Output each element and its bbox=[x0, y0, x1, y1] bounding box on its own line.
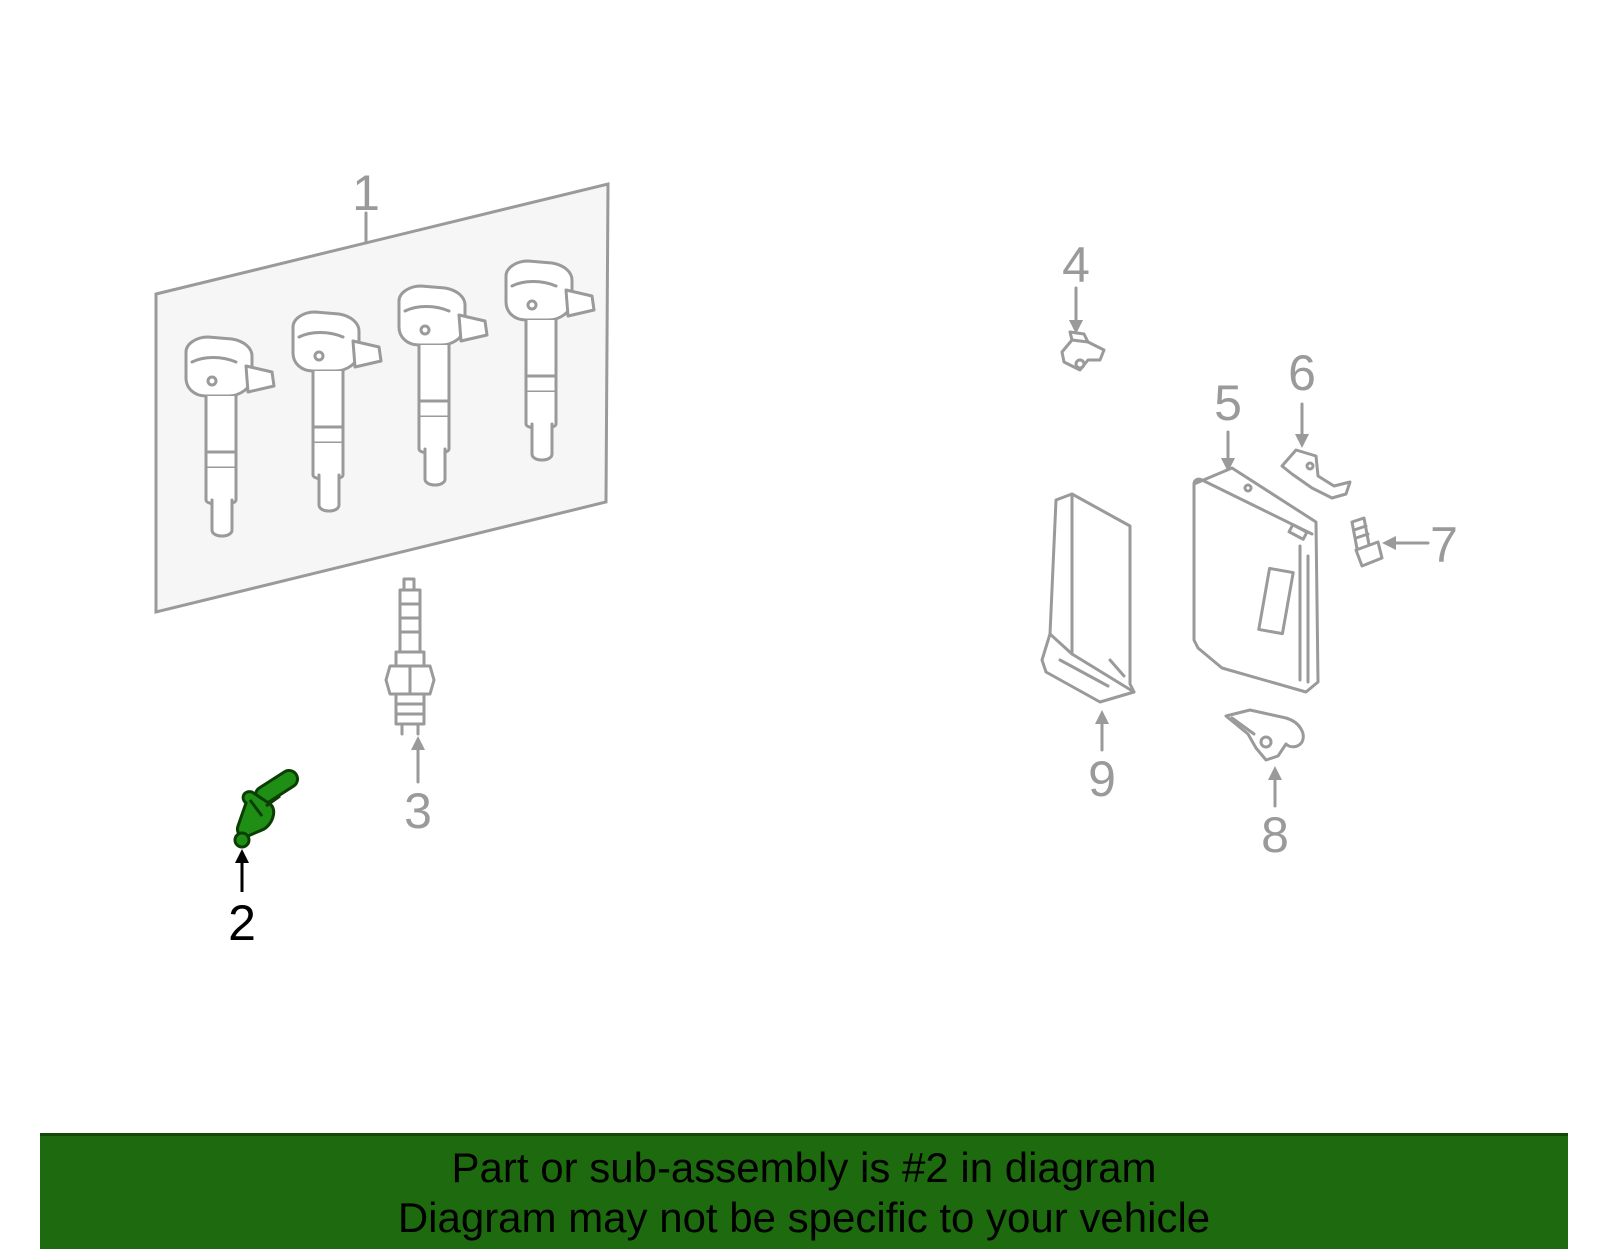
banner-line-part: Part or sub-assembly is #2 in diagram bbox=[451, 1143, 1157, 1191]
part-2-sensor-highlighted[interactable] bbox=[233, 769, 299, 892]
callout-8: 8 bbox=[1261, 807, 1289, 863]
part-3-spark-plug[interactable] bbox=[384, 577, 436, 784]
callout-1: 1 bbox=[352, 165, 380, 221]
ignition-coil-icon bbox=[184, 335, 276, 538]
callout-4: 4 bbox=[1062, 237, 1090, 293]
part-1-ignition-coil-set[interactable] bbox=[154, 182, 610, 614]
part-4-clip[interactable] bbox=[1060, 286, 1106, 372]
callout-7: 7 bbox=[1430, 517, 1458, 573]
banner-line-disclaimer: Diagram may not be specific to your vehi… bbox=[397, 1193, 1211, 1241]
callout-5: 5 bbox=[1214, 375, 1242, 431]
coil-set-panel bbox=[154, 182, 610, 614]
info-banner: Part or sub-assembly is #2 in diagram Di… bbox=[40, 1133, 1568, 1249]
part-9-shield[interactable] bbox=[1040, 492, 1136, 752]
callout-9: 9 bbox=[1088, 751, 1116, 807]
part-8-mounting-clip[interactable] bbox=[1224, 708, 1305, 808]
part-5-control-module[interactable] bbox=[1192, 430, 1320, 694]
part-7-bolt[interactable] bbox=[1350, 516, 1430, 568]
callout-3: 3 bbox=[404, 783, 432, 839]
part-6-bracket[interactable] bbox=[1280, 402, 1352, 500]
callout-2: 2 bbox=[228, 895, 256, 951]
callout-6: 6 bbox=[1288, 345, 1316, 401]
